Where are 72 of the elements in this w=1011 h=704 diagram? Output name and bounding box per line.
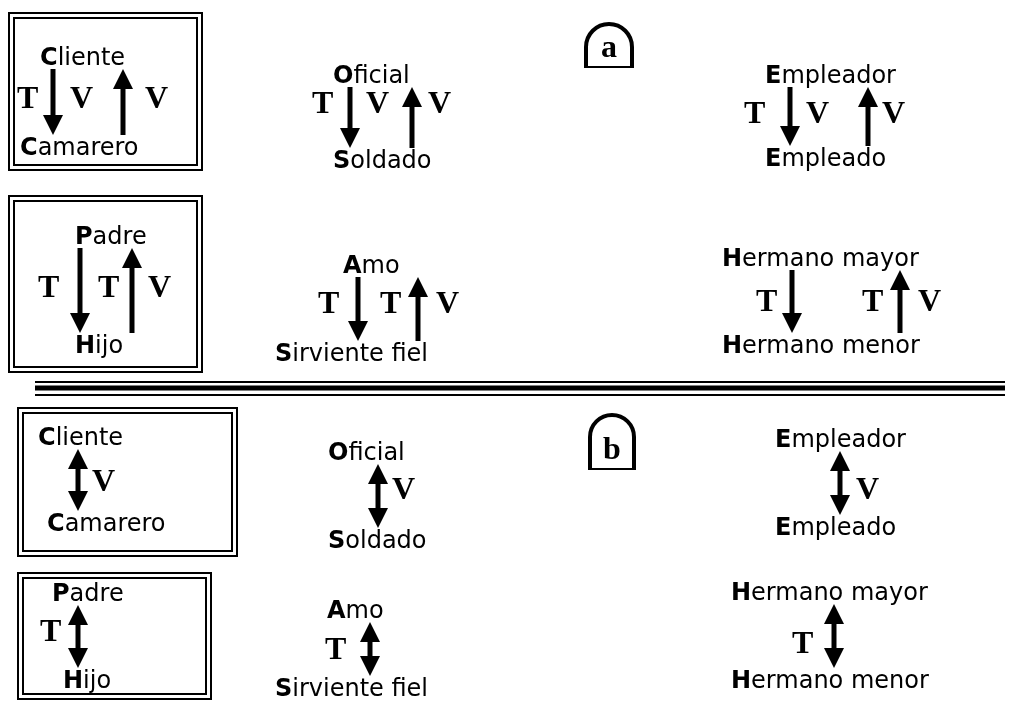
arrow (68, 449, 88, 511)
role-label: Empleado (765, 146, 887, 170)
role-label: Camarero (20, 135, 139, 159)
role-label: Cliente (38, 425, 124, 449)
arrow (782, 270, 802, 333)
pronoun-letter: V (392, 472, 416, 504)
role-label: Hermano mayor (731, 580, 928, 604)
role-label: Empleador (765, 63, 896, 87)
role-label: Amo (343, 253, 400, 277)
pronoun-letter: T (312, 86, 334, 118)
arrow (70, 248, 90, 333)
role-label: Hijo (75, 333, 124, 357)
pronoun-letter: V (806, 96, 830, 128)
role-label: Hermano menor (722, 333, 920, 357)
role-label: Oficial (333, 63, 410, 87)
pronoun-letter: V (145, 81, 169, 113)
role-label: Sirviente fiel (275, 676, 429, 700)
arrow (340, 87, 360, 148)
arrow (890, 270, 910, 333)
double-border-box (8, 195, 203, 373)
double-border-box (17, 572, 212, 700)
pronoun-letter: T (40, 614, 62, 646)
pronoun-letter: T (744, 96, 766, 128)
role-label: Cliente (40, 45, 126, 69)
role-label: Empleador (775, 427, 906, 451)
arrow (858, 87, 878, 146)
arrow (830, 451, 850, 515)
pronoun-letter: V (428, 86, 452, 118)
pronoun-letter: T (98, 270, 120, 302)
pronoun-letter: T (862, 284, 884, 316)
pronoun-letter: T (325, 632, 347, 664)
pronoun-letter: T (380, 286, 402, 318)
role-label: Hermano mayor (722, 246, 919, 270)
pronoun-letter: T (318, 286, 340, 318)
double-border-box (17, 407, 238, 557)
pronoun-letter: V (882, 96, 906, 128)
pronoun-letter: V (856, 472, 880, 504)
pronoun-letter: V (436, 286, 460, 318)
pronoun-letter: T (38, 270, 60, 302)
arrow (122, 248, 142, 333)
pronoun-letter: V (366, 86, 390, 118)
role-label: Hermano menor (731, 668, 929, 692)
role-label: Soldado (328, 528, 427, 552)
arrow (402, 87, 422, 148)
role-label: Soldado (333, 148, 432, 172)
pronoun-letter: T (756, 284, 778, 316)
arrow (113, 69, 133, 135)
arrow (408, 277, 428, 341)
pronoun-letter: V (918, 284, 942, 316)
role-label: Padre (52, 581, 124, 605)
double-border-box (8, 12, 203, 171)
role-label: Padre (75, 224, 147, 248)
role-label: Empleado (775, 515, 897, 539)
pronoun-letter: V (148, 270, 172, 302)
arrow (348, 277, 368, 341)
arrow (780, 87, 800, 146)
panel-letter-badge: a (584, 22, 634, 68)
role-label: Sirviente fiel (275, 341, 429, 365)
arrow (43, 69, 63, 135)
pronoun-letter: T (792, 626, 814, 658)
role-label: Camarero (47, 511, 166, 535)
role-label: Oficial (328, 440, 405, 464)
arrow (368, 464, 388, 528)
arrow (68, 605, 88, 668)
arrow (824, 604, 844, 668)
arrow (360, 622, 380, 676)
role-label: Hijo (63, 668, 112, 692)
role-label: Amo (327, 598, 384, 622)
pronoun-letter: T (17, 81, 39, 113)
pronoun-letter: V (70, 81, 94, 113)
pronoun-letter: V (92, 464, 116, 496)
panel-letter-badge: b (588, 413, 636, 470)
